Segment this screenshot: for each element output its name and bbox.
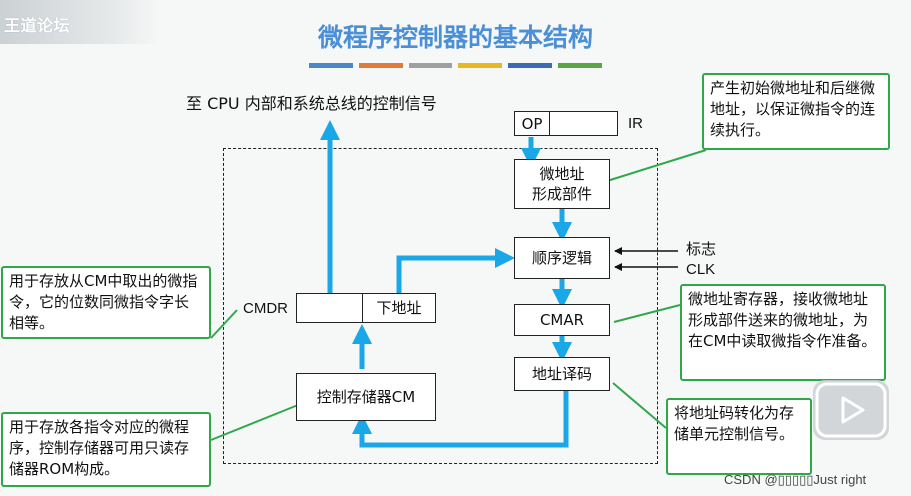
address-decoder: 地址译码 <box>514 357 610 391</box>
title-color-stripes <box>309 63 602 68</box>
page-title: 微程序控制器的基本结构 <box>317 23 593 52</box>
forum-logo: 王道论坛 <box>0 0 160 44</box>
arrow-nextaddr-to-seq <box>396 248 515 293</box>
callout-line-cmar <box>613 304 681 323</box>
next-address-field: 下地址 <box>362 294 435 322</box>
csdn-watermark: CSDN @▯▯▯▯▯Just right <box>724 472 867 487</box>
flag-label: 标志 <box>686 241 717 258</box>
note-address-generation: 产生初始微地址和后继微地址，以保证微指令的连续执行。 <box>702 73 890 150</box>
micro-address-generator: 微地址 形成部件 <box>514 159 610 209</box>
stripe <box>558 63 602 68</box>
play-icon[interactable] <box>813 380 889 440</box>
note-control-memory: 用于存放各指令对应的微程序，控制存储器可用只读存储器ROM构成。 <box>1 412 211 487</box>
stripe <box>408 63 453 68</box>
play-icon-glyph <box>815 382 887 438</box>
callout-line-cm <box>210 404 299 441</box>
control-signal-caption: 至 CPU 内部和系统总线的控制信号 <box>186 94 437 113</box>
stripe <box>309 63 353 68</box>
arrow-decode-to-cm <box>352 391 569 448</box>
cmdr-register: 下地址 <box>296 293 436 323</box>
cmar-label: CMAR <box>539 311 585 329</box>
control-memory: 控制存储器CM <box>296 373 436 421</box>
controller-boundary <box>223 148 658 464</box>
ir-label: IR <box>628 115 643 132</box>
control-memory-label: 控制存储器CM <box>316 388 416 406</box>
cmdr-label: CMDR <box>243 300 288 317</box>
callout-line-init <box>606 149 707 182</box>
stripe <box>508 63 553 68</box>
note-cmdr: 用于存放从CM中取出的微指令，它的位数同微指令字长相等。 <box>1 266 211 339</box>
ir-op-field: OP <box>515 112 550 135</box>
callout-line-cmdr <box>210 309 238 339</box>
callout-line-decode <box>612 382 667 429</box>
note-cmar: 微地址寄存器，接收微地址形成部件送来的微地址，为在CM中读取微指令作准备。 <box>680 284 886 381</box>
stripe <box>358 63 403 68</box>
address-decoder-label: 地址译码 <box>531 365 592 383</box>
clk-label: CLK <box>686 261 716 278</box>
note-address-decode: 将地址码转化为存储单元控制信号。 <box>666 398 812 475</box>
micro-address-generator-label: 微地址 形成部件 <box>531 165 592 203</box>
stripe <box>458 63 503 68</box>
cmar-register: CMAR <box>514 304 610 336</box>
logo-text: 王道论坛 <box>4 16 71 35</box>
sequence-logic-label: 顺序逻辑 <box>531 249 592 267</box>
ir-register: OP <box>514 111 618 136</box>
sequence-logic: 顺序逻辑 <box>514 237 610 279</box>
